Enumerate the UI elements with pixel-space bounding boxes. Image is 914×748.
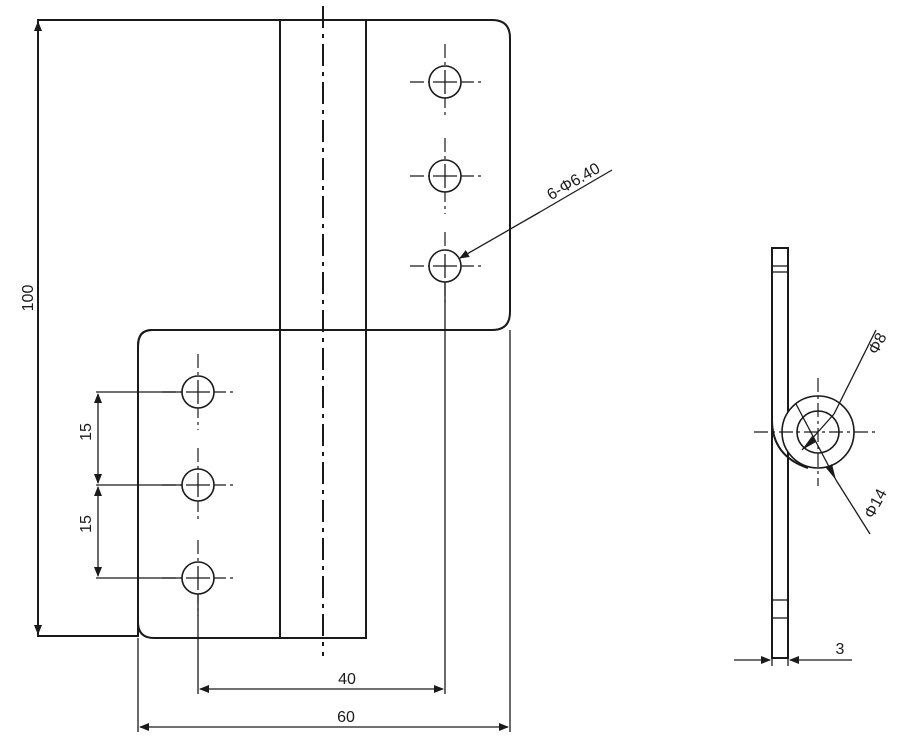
- bottom-leaf-outline: [137, 20, 367, 639]
- front-view: 100 15 15 40 60: [20, 6, 613, 732]
- hole-callout-label: 6-Φ6.40: [544, 160, 603, 204]
- dim-height: 100: [20, 21, 42, 635]
- dim-hole-offset: 40: [197, 282, 446, 694]
- knuckle-bend: [771, 419, 809, 469]
- thickness-label: 3: [836, 641, 845, 658]
- hole-top-1: [410, 44, 482, 118]
- inner-diameter-label: Φ8: [865, 330, 890, 357]
- dim-height-label: 100: [20, 285, 37, 312]
- dim-pitch-top-label: 15: [78, 423, 95, 441]
- hole-top-3: [410, 232, 482, 304]
- plate-edge: [771, 247, 789, 659]
- dim-total-width: 60: [137, 330, 511, 732]
- dim-pitch: 15 15: [78, 391, 182, 579]
- top-leaf-outline: [37, 19, 511, 637]
- hole-callout-leader: 6-Φ6.40: [459, 160, 613, 259]
- side-view: Φ8 Φ14 3: [734, 247, 891, 666]
- dim-hole-offset-label: 40: [338, 671, 356, 688]
- hole-top-2: [410, 138, 482, 214]
- dim-pitch-bottom-label: 15: [78, 515, 95, 533]
- dim-total-width-label: 60: [337, 709, 355, 726]
- outer-diameter-label: Φ14: [861, 486, 890, 521]
